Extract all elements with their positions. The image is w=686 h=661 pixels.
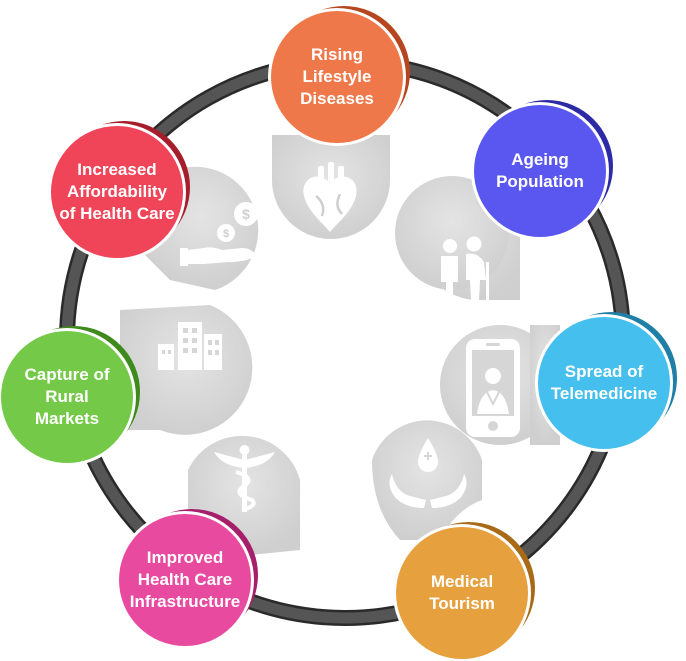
node-increased-affordability-of-health-care [48, 121, 190, 261]
node-rising-lifestyle-diseases [268, 6, 410, 146]
svg-text:$: $ [223, 228, 229, 240]
heart-icon [272, 135, 390, 239]
svg-text:$: $ [242, 206, 250, 222]
ring-segment [84, 446, 152, 540]
node-circle [271, 11, 403, 143]
buildings-icon [120, 305, 253, 435]
node-medical-tourism [393, 522, 535, 661]
node-circle [51, 126, 183, 258]
node-ageing-population [471, 100, 613, 240]
node-improved-health-care-infrastructure [116, 509, 258, 649]
phone-doctor-icon [440, 325, 560, 445]
node-circle [474, 105, 606, 237]
ring-segment [61, 235, 92, 341]
ring-segment-shadow [140, 61, 284, 151]
ring-segment [237, 592, 411, 624]
node-spread-of-telemedicine [535, 312, 677, 452]
ring-segment-shadow [504, 436, 613, 571]
ring-segment [390, 60, 519, 125]
node-circle [538, 317, 670, 449]
node-capture-of-rural-markets [0, 326, 140, 466]
hands-drop-icon [372, 420, 482, 540]
nodes-layer [0, 6, 677, 661]
node-circle [119, 514, 251, 646]
node-circle [396, 527, 528, 659]
node-circle [1, 331, 133, 463]
